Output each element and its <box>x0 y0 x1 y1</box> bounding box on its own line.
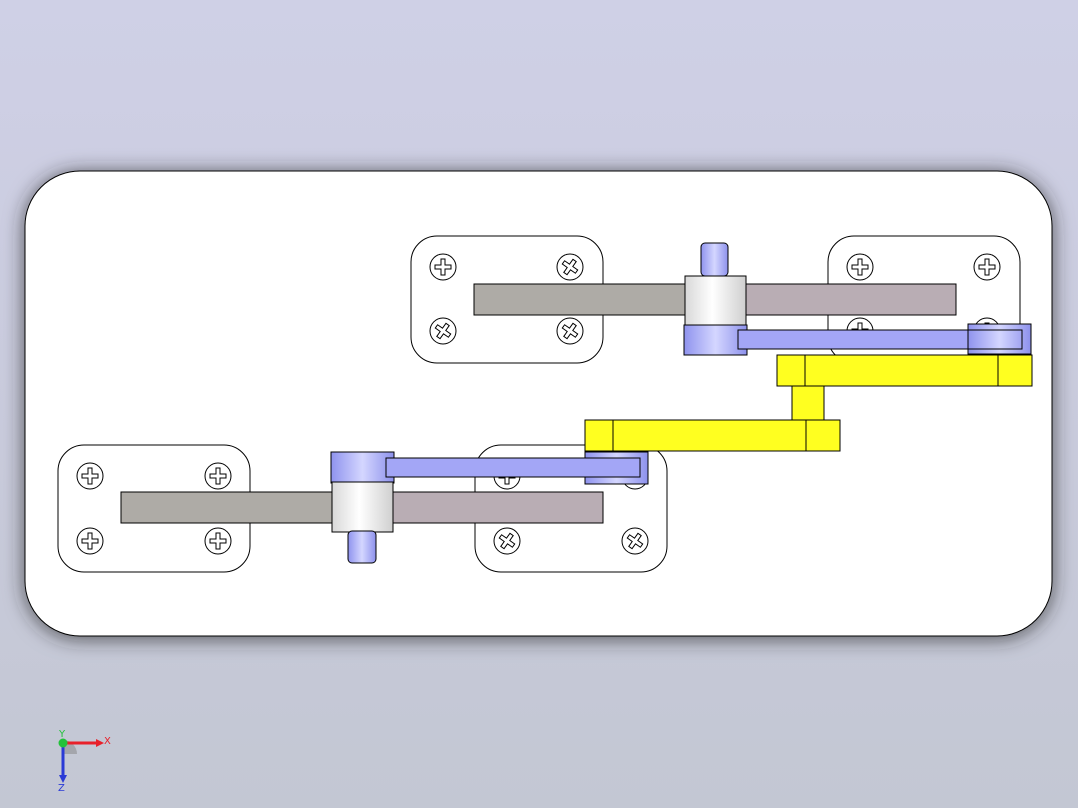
yellow-upper-arm[interactable] <box>776 354 1033 387</box>
screw-icon <box>429 317 457 345</box>
x-arrow-icon <box>96 739 104 747</box>
screw-icon <box>973 253 1001 281</box>
screw-icon <box>846 253 874 281</box>
z-axis-label: Z <box>58 783 65 792</box>
y-axis-label: Y <box>58 729 66 740</box>
screw-icon <box>204 527 232 555</box>
upper-shaft[interactable] <box>684 275 747 327</box>
lower-hinge-assembly[interactable] <box>120 451 649 564</box>
lower-right-leaf[interactable] <box>391 491 604 524</box>
upper-blue-collar[interactable] <box>683 324 748 356</box>
x-axis-label: X <box>104 736 111 747</box>
z-arrow-icon <box>59 775 67 783</box>
upper-left-leaf[interactable] <box>473 283 687 316</box>
yellow-connector-pin[interactable] <box>791 383 825 423</box>
y-axis-icon <box>58 738 68 748</box>
lower-shaft[interactable] <box>331 481 394 533</box>
screw-icon <box>493 527 521 555</box>
screw-icon <box>204 462 232 490</box>
upper-right-leaf[interactable] <box>744 283 957 316</box>
upper-pin-top[interactable] <box>700 242 729 277</box>
lower-pin-bottom[interactable] <box>347 530 377 564</box>
coordinate-triad-icon: X Y Z <box>58 729 111 792</box>
upper-hinge-assembly[interactable] <box>473 242 1032 356</box>
yellow-crank-link[interactable] <box>584 354 1033 452</box>
lower-left-leaf[interactable] <box>120 491 334 524</box>
screw-icon <box>429 253 457 281</box>
screw-icon <box>76 527 104 555</box>
screw-icon <box>556 317 584 345</box>
screw-icon <box>76 462 104 490</box>
lower-blue-link[interactable] <box>385 457 641 478</box>
screw-icon <box>556 253 584 281</box>
yellow-lower-arm[interactable] <box>584 419 841 452</box>
lower-blue-collar[interactable] <box>330 451 395 484</box>
screw-icon <box>621 527 649 555</box>
